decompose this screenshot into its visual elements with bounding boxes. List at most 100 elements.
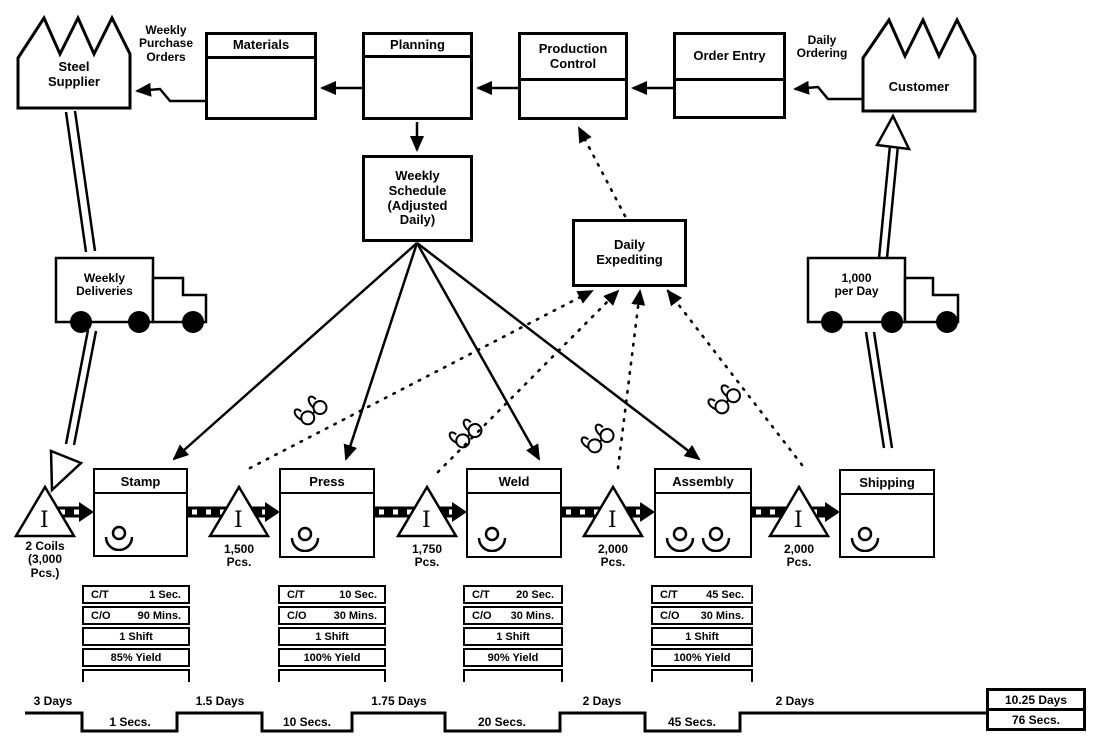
glasses-icon — [580, 423, 615, 454]
inventory-label: 2 Coils (3,000 Pcs.) — [25, 539, 65, 580]
ct-value: 1 Sec. — [149, 588, 181, 601]
hollow-arrowhead-down — [49, 449, 84, 493]
production-control-box: Production Control — [518, 32, 628, 120]
operator-icon — [290, 526, 320, 552]
co-label: C/O — [472, 609, 492, 622]
factory-icon-supplier — [16, 14, 132, 110]
inventory-label: 2,000 Pcs. — [597, 542, 629, 570]
glasses-icon — [707, 384, 741, 415]
timeline-process-label: 10 Secs. — [282, 715, 332, 729]
truck-icon-left — [54, 256, 208, 333]
process-box-weld: Weld — [466, 468, 562, 558]
steel-supplier-label: Steel Supplier — [47, 59, 100, 89]
inventory-triangle-icon — [767, 484, 831, 538]
process-box-assembly: Assembly — [654, 468, 752, 558]
go-see-icons — [293, 384, 741, 454]
expediting-dotted-arrows — [248, 126, 804, 474]
inventory-symbol: I — [40, 508, 49, 533]
inventory-label: 1,500 Pcs. — [223, 542, 255, 570]
timeline-wait-label: 3 Days — [33, 694, 73, 708]
hollow-arrowhead-up — [875, 113, 912, 151]
weekly-schedule-box: Weekly Schedule (Adjusted Daily) — [362, 155, 473, 242]
operator-icon — [104, 525, 134, 551]
inventory-triangles — [13, 484, 831, 538]
empty-row — [82, 669, 190, 682]
inventory-triangle-icon — [581, 484, 645, 538]
ct-label: C/T — [91, 588, 109, 601]
ct-row: C/T 1 Sec. — [82, 585, 190, 604]
co-value: 90 Mins. — [137, 609, 181, 622]
schedule-to-stamp-arrow — [172, 242, 418, 461]
process-title: Assembly — [656, 470, 750, 494]
yield-row: 85% Yield — [82, 648, 190, 667]
shipments-per-day-label: 1,000 per Day — [834, 271, 879, 299]
timeline-wait-label: 1.75 Days — [371, 694, 427, 708]
process-title: Shipping — [841, 471, 933, 495]
factory-icon-customer — [861, 16, 977, 113]
timeline-step-line — [25, 711, 986, 733]
timeline-totals-box: 10.25 Days 76 Secs. — [986, 688, 1086, 731]
co-value: 30 Mins. — [700, 609, 744, 622]
inventory-label: 1,750 Pcs. — [411, 542, 443, 570]
inventory-symbol: I — [794, 508, 803, 533]
ct-value: 10 Sec. — [339, 588, 377, 601]
materials-box: Materials — [205, 32, 317, 120]
planning-box: Planning — [362, 32, 473, 120]
yield-row: 100% Yield — [278, 648, 386, 667]
glasses-icon — [448, 418, 483, 449]
materials-title: Materials — [208, 35, 314, 59]
operator-icon — [477, 526, 507, 552]
timeline-wait-label: 2 Days — [582, 694, 622, 708]
operator-icon — [665, 526, 695, 552]
production-control-title: Production Control — [521, 35, 625, 81]
empty-row — [278, 669, 386, 682]
co-label: C/O — [287, 609, 307, 622]
inventory-symbol: I — [234, 508, 243, 533]
process-title: Stamp — [95, 470, 186, 494]
co-row: C/O 30 Mins. — [463, 606, 563, 625]
shift-row: 1 Shift — [82, 627, 190, 646]
expediting-to-pc-dotted — [577, 126, 627, 218]
ct-value: 20 Sec. — [516, 588, 554, 601]
daily-ordering-arrow — [793, 80, 863, 101]
inventory-triangle-icon — [395, 484, 459, 538]
weekly-deliveries-label: Weekly Deliveries — [76, 271, 133, 299]
timeline-process-label: 20 Secs. — [477, 715, 527, 729]
material-flow-arrows — [49, 110, 912, 493]
weld-inv-to-expediting-dotted — [436, 289, 620, 474]
customer-label: Customer — [888, 79, 950, 94]
empty-row — [463, 669, 563, 682]
shift-row: 1 Shift — [651, 627, 753, 646]
ct-label: C/T — [660, 588, 678, 601]
timeline-wait-label: 1.5 Days — [195, 694, 245, 708]
process-box-press: Press — [279, 468, 375, 558]
ct-value: 45 Sec. — [706, 588, 744, 601]
weekly-purchase-orders-label: Weekly Purchase Orders — [138, 23, 194, 64]
total-secs: 76 Secs. — [1011, 712, 1061, 727]
timeline-process-label: 45 Secs. — [667, 715, 717, 729]
assembly-inv-to-expediting-dotted — [616, 289, 646, 470]
inventory-triangle-icon — [13, 484, 77, 538]
glasses-icon — [293, 395, 328, 426]
daily-ordering-label: Daily Ordering — [796, 33, 848, 61]
inventory-triangle-icon — [207, 484, 271, 538]
co-value: 30 Mins. — [510, 609, 554, 622]
yield-row: 100% Yield — [651, 648, 753, 667]
timeline-wait-label: 2 Days — [775, 694, 815, 708]
inventory-symbol: I — [422, 508, 431, 533]
shift-row: 1 Shift — [278, 627, 386, 646]
process-title: Press — [281, 470, 373, 494]
inventory-label: 2,000 Pcs. — [783, 542, 815, 570]
push-arrow — [58, 502, 94, 522]
operator-icon — [701, 526, 731, 552]
inventory-symbol: I — [608, 508, 617, 533]
